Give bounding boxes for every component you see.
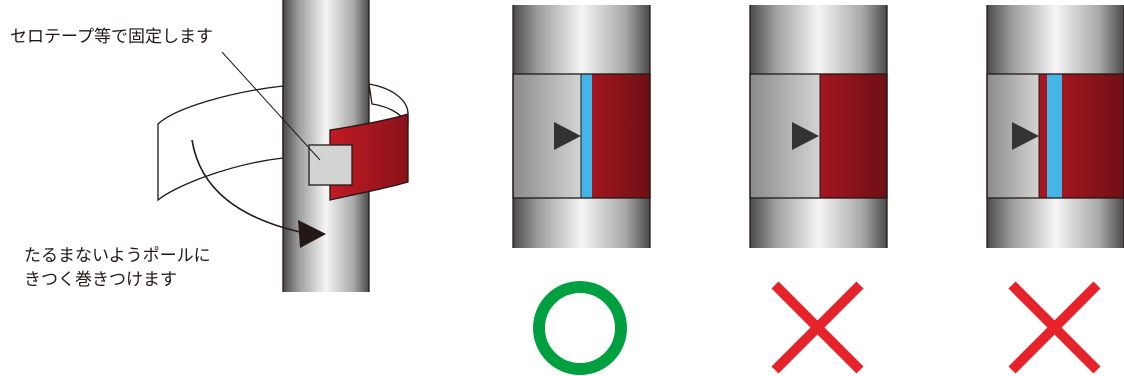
tape-piece xyxy=(308,144,353,186)
wrap-note-line1: たるまないようポールに xyxy=(24,246,211,266)
wrap-note-line2: きつく巻きつけます xyxy=(24,270,177,290)
cross-mark-icon xyxy=(771,281,864,374)
pole-illustration xyxy=(157,0,409,292)
example-bad-gap xyxy=(749,5,888,248)
play-arrow-icon xyxy=(1012,122,1039,150)
wrap-arrow-line xyxy=(191,139,301,233)
tape-note-label: セロテープ等で固定します xyxy=(10,27,213,47)
wrap-arrow-head xyxy=(298,220,326,248)
play-arrow-icon xyxy=(792,122,819,150)
leader-line xyxy=(221,51,321,161)
example-good xyxy=(512,5,651,248)
cross-mark-icon xyxy=(1008,281,1101,374)
circle-mark-icon xyxy=(533,281,627,375)
example-bad-overlap xyxy=(986,5,1124,248)
play-arrow-icon xyxy=(554,122,581,150)
band-sheet xyxy=(157,85,284,202)
